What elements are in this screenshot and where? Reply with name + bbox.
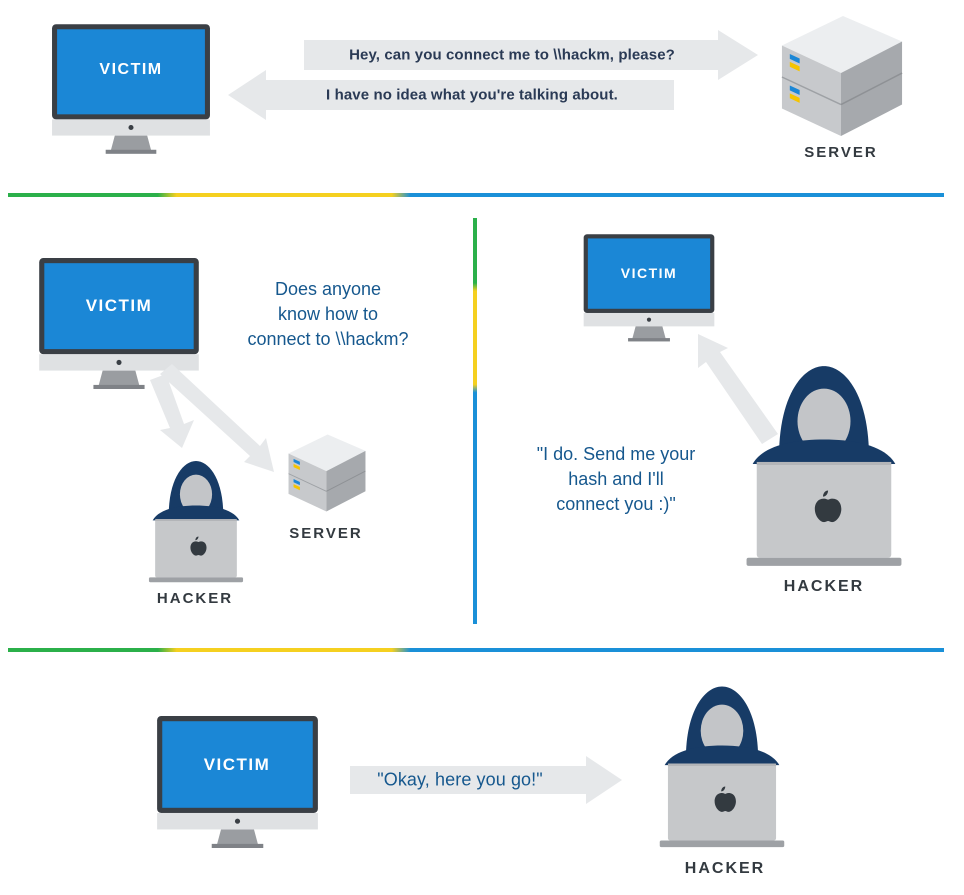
broadcast-line-3: connect to \\hackm? (247, 329, 409, 349)
response-arrow (228, 70, 674, 120)
victim-to-server-arrow (160, 364, 274, 472)
handover-arrow (350, 756, 622, 804)
broadcast-line-1: Does anyone (274, 279, 382, 299)
server-icon-p1 (781, 15, 903, 137)
victim-label-p1: VICTIM (99, 61, 163, 78)
broadcast-line-2: know how to (277, 304, 379, 324)
victim-label-p2: VICTIM (85, 296, 153, 315)
server-icon-p2 (288, 434, 366, 512)
hacker-caption-p3: HACKER (783, 578, 865, 595)
victim-label-p3: VICTIM (620, 265, 678, 281)
victim-monitor-p4 (157, 716, 318, 848)
reply-line-2: hash and I'll (568, 469, 664, 489)
handover-text: "Okay, here you go!" (377, 769, 543, 790)
hacker-icon-p4 (659, 686, 785, 848)
hacker-icon-p3 (746, 366, 902, 566)
hacker-to-victim-arrow (698, 334, 778, 444)
request-arrow (304, 30, 758, 80)
server-caption-p2: SERVER (289, 525, 363, 542)
reply-line-1: "I do. Send me your (536, 444, 696, 464)
response-text: I have no idea what you're talking about… (326, 86, 618, 104)
hacker-icon-p2 (148, 460, 244, 583)
divider-vertical (473, 218, 477, 624)
victim-monitor-p3 (583, 234, 715, 342)
divider-top (8, 193, 944, 197)
server-caption-p1: SERVER (804, 144, 878, 161)
hacker-caption-p4: HACKER (684, 860, 766, 877)
request-text: Hey, can you connect me to \\hackm, plea… (349, 46, 675, 64)
victim-to-hacker-arrow (150, 374, 194, 448)
victim-label-p4: VICTIM (203, 755, 271, 774)
divider-bottom (8, 648, 944, 652)
victim-monitor-p1 (52, 24, 210, 154)
reply-line-3: connect you :)" (556, 494, 676, 514)
hacker-caption-p2: HACKER (156, 590, 234, 607)
broadcast-question: Does anyone know how to connect to \\hac… (247, 277, 408, 352)
hacker-reply: "I do. Send me your hash and I'll connec… (537, 442, 695, 517)
